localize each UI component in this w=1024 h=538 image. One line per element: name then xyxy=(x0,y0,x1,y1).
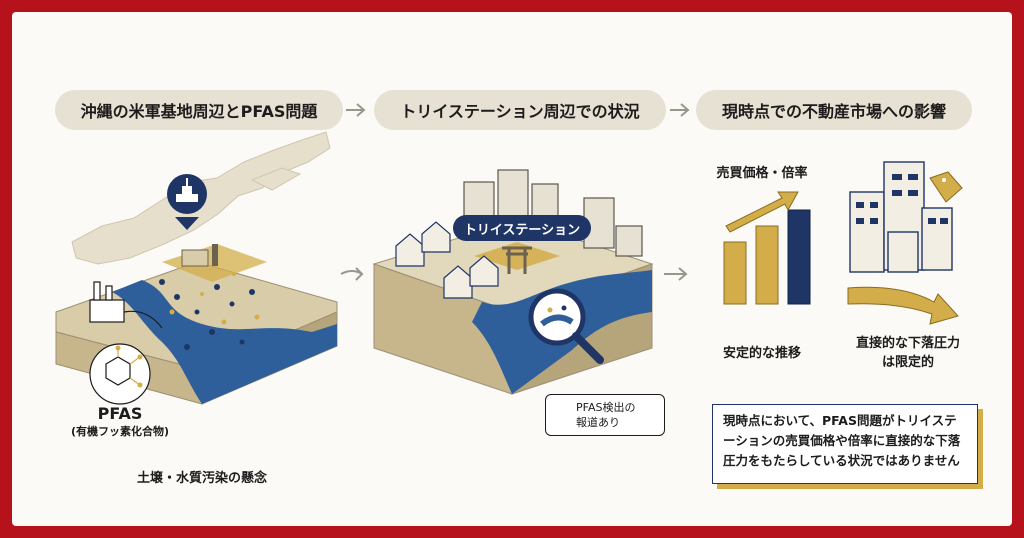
infographic-frame: 沖縄の米軍基地周辺とPFAS問題 トリイステーション周辺での状況 現時点での不動… xyxy=(12,12,1012,526)
trend-arrow-icon xyxy=(725,191,799,233)
step-pill-3: 現時点での不動産市場への影響 xyxy=(696,90,972,130)
step-label-1: 沖縄の米軍基地周辺とPFAS問題 xyxy=(80,102,318,121)
flow-arrow-2 xyxy=(664,267,688,281)
bar-chart xyxy=(723,209,811,305)
factory-icon xyxy=(89,281,163,329)
step-pill-2: トリイステーション周辺での状況 xyxy=(374,90,666,130)
office-buildings xyxy=(849,161,953,273)
pressure-caption: 直接的な下落圧力 は限定的 xyxy=(838,334,978,372)
torii-station-badge: トリイステーション xyxy=(453,215,591,241)
step-label-2: トリイステーション周辺での状況 xyxy=(400,102,640,121)
bar-3 xyxy=(787,209,811,305)
price-tag-icon xyxy=(929,171,963,203)
report-line-1: PFAS検出の xyxy=(576,401,636,414)
building-windows xyxy=(856,174,948,224)
illustration-layer xyxy=(55,103,963,423)
pfas-subtitle: (有機フッ素化合物) xyxy=(70,425,170,438)
step-pill-1: 沖縄の米軍基地周辺とPFAS問題 xyxy=(55,90,343,130)
molecule-icon xyxy=(89,343,151,405)
down-pressure-arrow xyxy=(847,286,959,325)
pfas-report-box: PFAS検出の 報道あり xyxy=(545,394,665,436)
torii-icon xyxy=(502,246,532,274)
chart-caption: 安定的な推移 xyxy=(722,346,801,361)
bar-1 xyxy=(723,241,747,305)
buildings-back xyxy=(463,169,643,257)
contamination-dots xyxy=(159,279,255,350)
step-label-3: 現時点での不動産市場への影響 xyxy=(721,102,946,121)
pressure-line-1: 直接的な下落圧力 xyxy=(855,336,960,351)
header-arrow-1 xyxy=(346,103,366,117)
pressure-line-2: は限定的 xyxy=(881,355,934,370)
chart-title: 売買価格・倍率 xyxy=(716,166,808,181)
flow-arrow-1 xyxy=(340,267,364,281)
bar-2 xyxy=(755,225,779,305)
pfas-title: PFAS xyxy=(97,404,143,423)
pfas-label: PFAS (有機フッ素化合物) xyxy=(60,404,180,439)
header-arrow-2 xyxy=(670,103,690,117)
pollution-caption: 土壌・水質汚染の懸念 xyxy=(136,471,267,486)
contamination-dots-gold xyxy=(169,272,260,325)
report-line-2: 報道あり xyxy=(576,416,620,429)
houses-left xyxy=(395,221,499,299)
ship-icon xyxy=(167,174,207,230)
conclusion-note: 現時点において、PFAS問題がトリイステーションの売買価格や倍率に直接的な下落圧… xyxy=(712,404,978,484)
magnifier-icon xyxy=(528,288,604,364)
